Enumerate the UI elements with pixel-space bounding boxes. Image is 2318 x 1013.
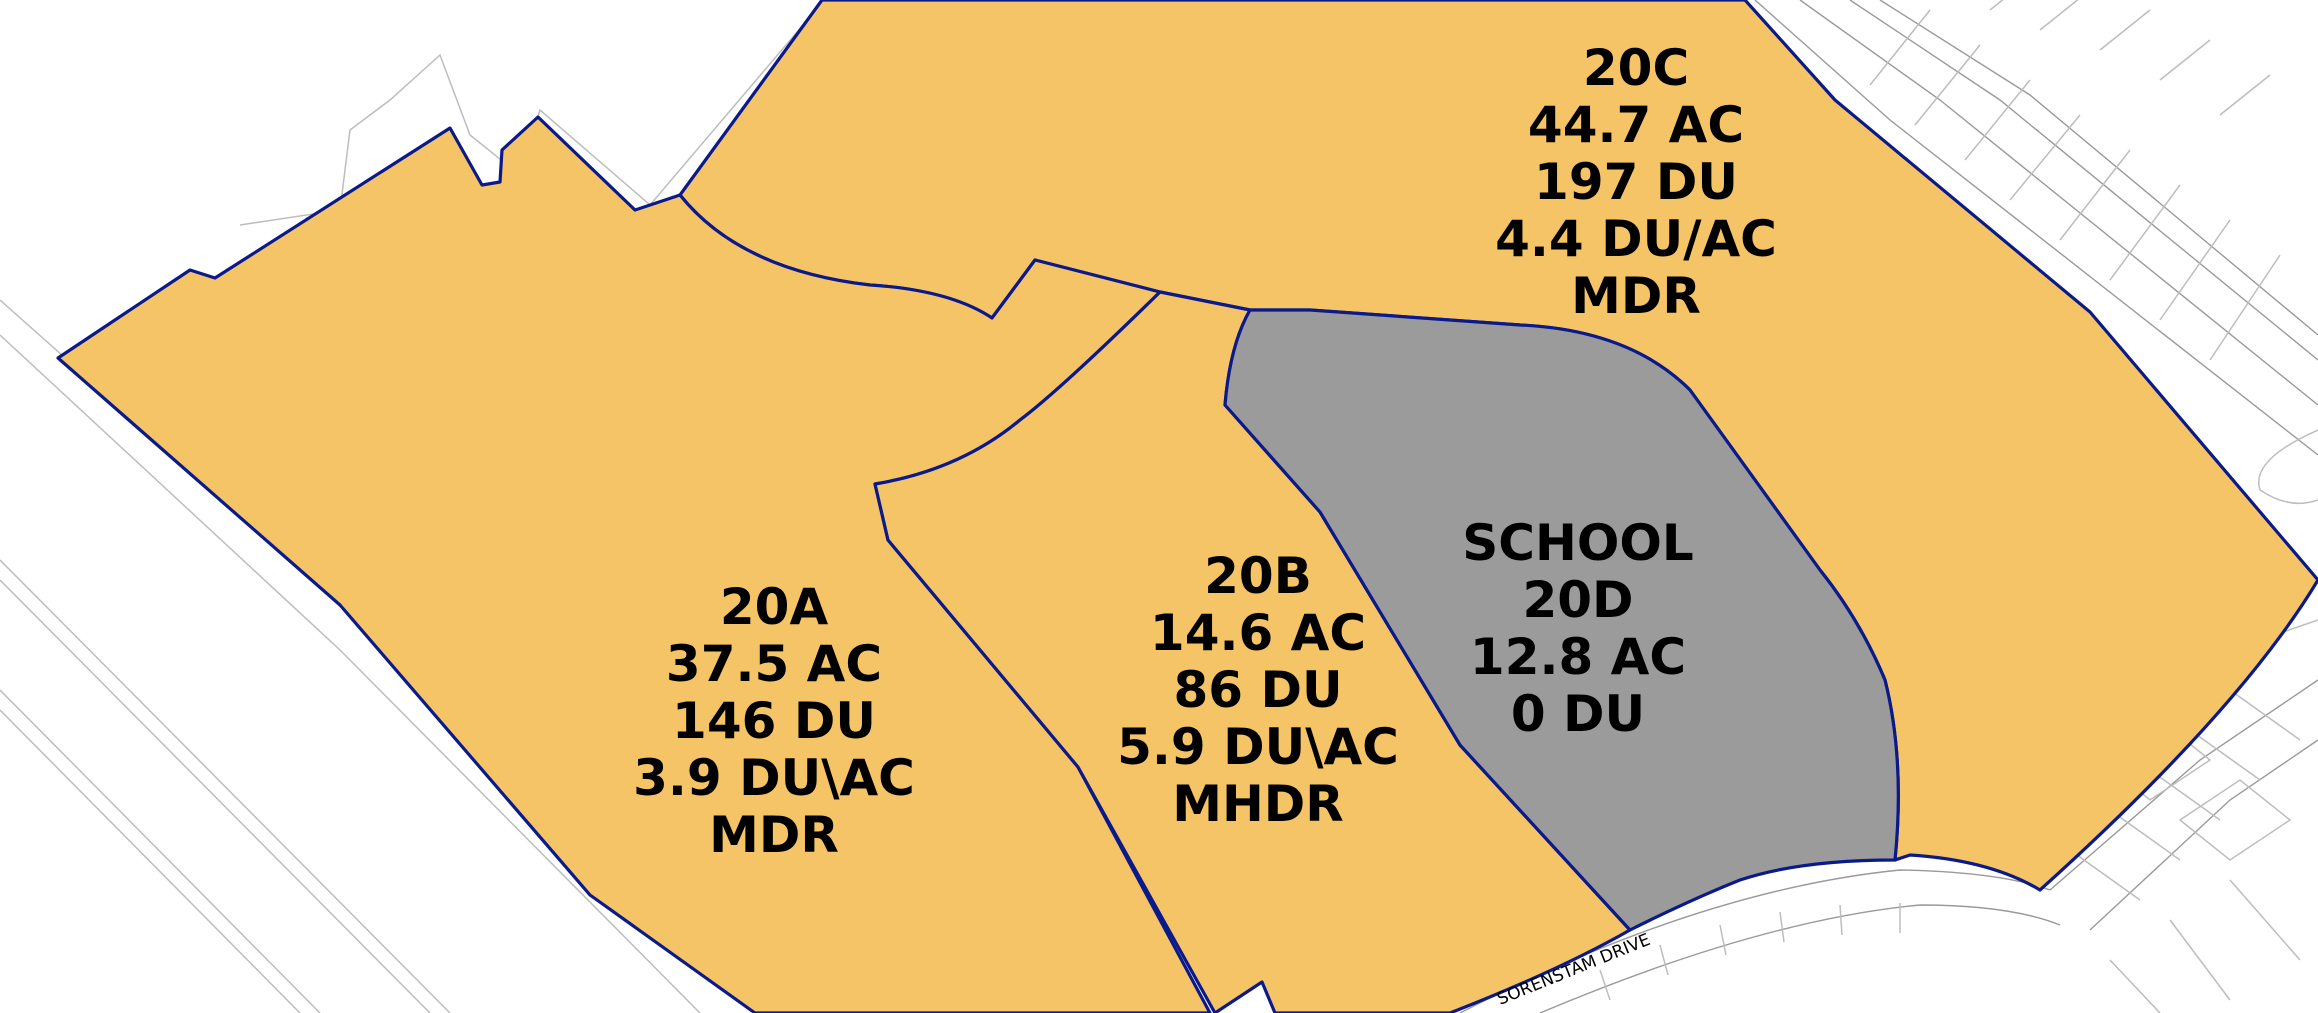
parcel-20d-school-shape: [1223, 308, 1900, 932]
label-20b-density: 5.9 DU\AC: [1117, 718, 1399, 776]
label-20c: 20C 44.7 AC 197 DU 4.4 DU/AC MDR: [1495, 39, 1777, 325]
label-20d-id: 20D: [1522, 571, 1633, 629]
label-20a-land-use: MDR: [709, 806, 839, 864]
label-20b: 20B 14.6 AC 86 DU 5.9 DU\AC MHDR: [1117, 547, 1399, 833]
label-20a-units: 146 DU: [672, 692, 876, 750]
label-20c-density: 4.4 DU/AC: [1495, 210, 1777, 268]
label-20b-land-use: MHDR: [1172, 775, 1344, 833]
label-20a-id: 20A: [720, 578, 829, 636]
label-20c-land-use: MDR: [1571, 267, 1701, 325]
label-20d: SCHOOL 20D 12.8 AC 0 DU: [1462, 514, 1693, 743]
label-20b-area: 14.6 AC: [1150, 604, 1366, 662]
label-20d-units: 0 DU: [1511, 685, 1645, 743]
label-20d-area: 12.8 AC: [1470, 628, 1686, 686]
label-20a-density: 3.9 DU\AC: [633, 749, 915, 807]
label-20c-units: 197 DU: [1534, 153, 1738, 211]
label-20c-id: 20C: [1583, 39, 1689, 97]
label-20b-id: 20B: [1204, 547, 1312, 605]
label-20b-units: 86 DU: [1173, 661, 1342, 719]
label-20a-area: 37.5 AC: [666, 635, 882, 693]
label-20a: 20A 37.5 AC 146 DU 3.9 DU\AC MDR: [633, 578, 915, 864]
label-20c-area: 44.7 AC: [1528, 96, 1744, 154]
label-20d-use: SCHOOL: [1462, 514, 1693, 572]
